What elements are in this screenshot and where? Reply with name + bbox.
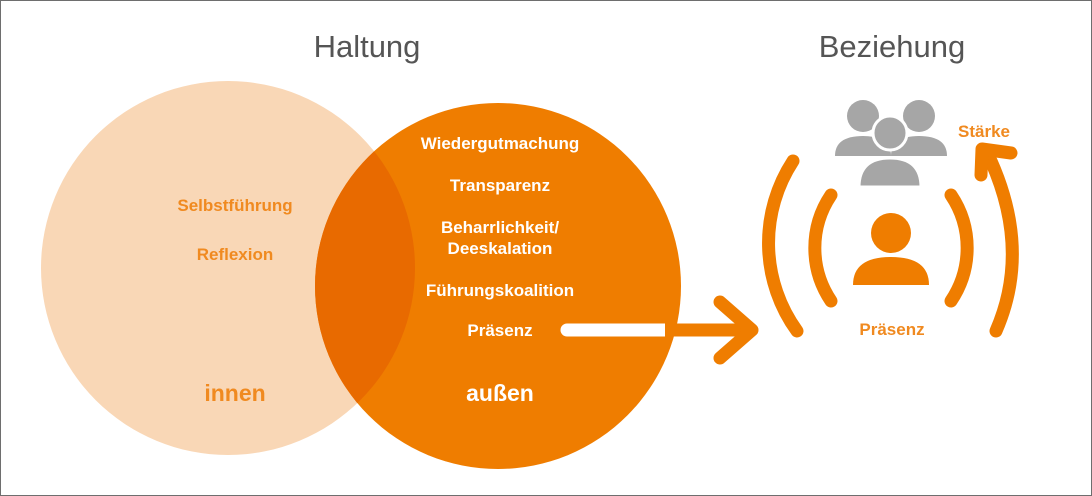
- inner-item-selbstfuehrung: Selbstführung: [177, 196, 292, 215]
- label-staerke: Stärke: [958, 122, 1010, 141]
- inner-footer-innen: innen: [204, 380, 265, 406]
- signal-waves-icon: [762, 154, 1019, 338]
- outer-item-transparenz: Transparenz: [450, 176, 550, 195]
- outer-circle: [315, 103, 681, 469]
- heading-beziehung: Beziehung: [819, 29, 966, 64]
- person-icon: [853, 213, 929, 285]
- inner-circle: [41, 81, 415, 455]
- outer-item-beharrlichkeit: Beharrlichkeit/: [441, 218, 559, 237]
- arrow-right-icon: [560, 295, 759, 365]
- inner-item-reflexion: Reflexion: [197, 245, 274, 264]
- outer-item-fuehrungskoalition: Führungskoalition: [426, 281, 574, 300]
- strength-arrow-icon: [974, 142, 1018, 182]
- label-praesenz: Präsenz: [859, 320, 924, 339]
- people-group-icon: [835, 100, 947, 189]
- outer-item-wiedergutmachung: Wiedergutmachung: [421, 134, 580, 153]
- heading-haltung: Haltung: [314, 29, 421, 64]
- outer-item-deeskalation: Deeskalation: [448, 239, 553, 258]
- outer-item-praesenz: Präsenz: [467, 321, 532, 340]
- outer-footer-aussen: außen: [466, 380, 534, 406]
